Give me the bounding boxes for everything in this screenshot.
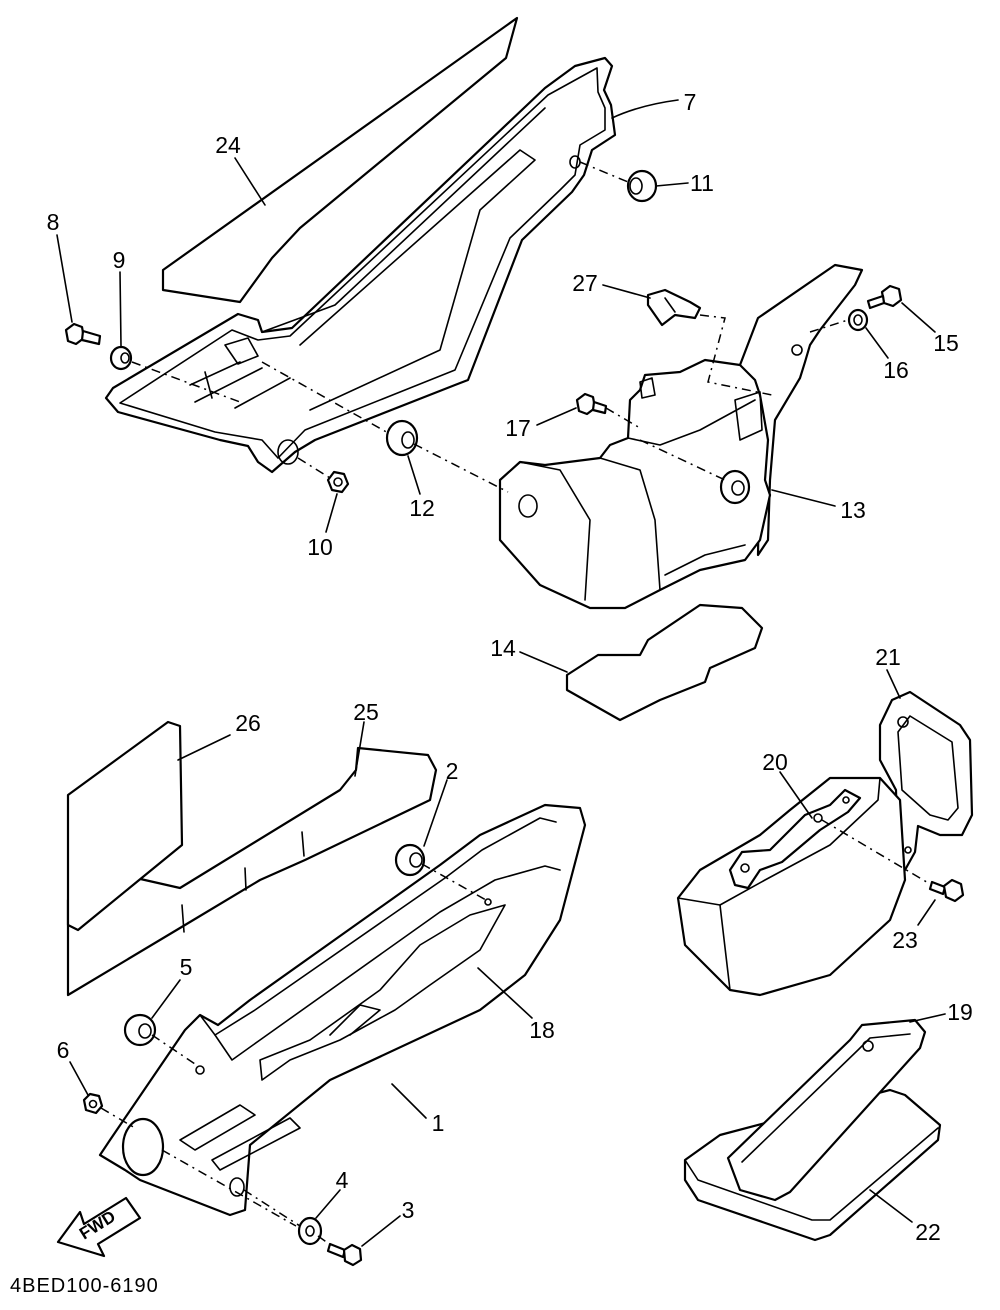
part-10-nut [326,470,350,494]
part-26-decal [66,720,184,932]
part-9-grommet [109,345,133,371]
part-23-bolt [821,819,965,903]
callout-8: 8 [47,209,60,235]
callout-5: 5 [180,954,193,980]
part-19-cover [726,1018,927,1202]
callout-12: 12 [409,495,435,521]
part-1-lower-side-cover [98,803,587,1217]
part-24-decal [161,16,519,304]
callout-25: 25 [353,699,379,725]
diagram-code: 4BED100-6190 [10,1275,159,1297]
part-13-battery-case [498,263,864,610]
callout-22: 22 [915,1219,941,1245]
part-3-bolt [326,1242,363,1267]
part-15-bolt [866,284,903,310]
part-17-bolt [575,392,608,416]
callout-10: 10 [307,534,333,560]
assembly-lines-upper [131,161,849,493]
callout-15: 15 [933,330,959,356]
part-8-bolt [64,322,102,346]
assembly-lines-lower [100,863,487,1247]
leader-lines [56,99,946,1247]
callout-6: 6 [57,1037,70,1063]
callout-20: 20 [762,749,788,775]
callout-3: 3 [402,1197,415,1223]
callout-24: 24 [215,132,241,158]
callout-4: 4 [336,1167,349,1193]
callout-19: 19 [947,999,973,1025]
callout-labels: 7 24 11 8 9 27 15 16 17 12 13 10 14 21 2… [47,89,973,1245]
part-18-lower-decal [179,904,506,1171]
callout-21: 21 [875,644,901,670]
callout-2: 2 [446,758,459,784]
part-6-nut [82,1092,104,1115]
callout-13: 13 [840,497,866,523]
part-7-upper-side-cover [104,56,617,474]
callout-9: 9 [113,247,126,273]
callout-27: 27 [572,270,598,296]
part-14-rubber-pad [565,603,764,722]
callout-11: 11 [690,170,714,196]
forward-arrow: FWD [56,1196,142,1258]
callout-7: 7 [684,89,697,115]
callout-1: 1 [432,1110,445,1136]
callout-23: 23 [892,927,918,953]
part-27-clip [646,288,702,327]
callout-26: 26 [235,710,261,736]
part-5-grommet [123,1013,157,1047]
part-16-washer [847,308,869,332]
part-2-grommet [394,843,426,877]
callout-14: 14 [490,635,516,661]
callout-18: 18 [529,1017,555,1043]
part-20-tool-box [676,776,907,997]
part-12-grommet [385,419,419,457]
callout-16: 16 [883,357,909,383]
part-11-grommet [626,169,658,203]
callout-17: 17 [505,415,531,441]
part-4-washer [297,1216,323,1246]
